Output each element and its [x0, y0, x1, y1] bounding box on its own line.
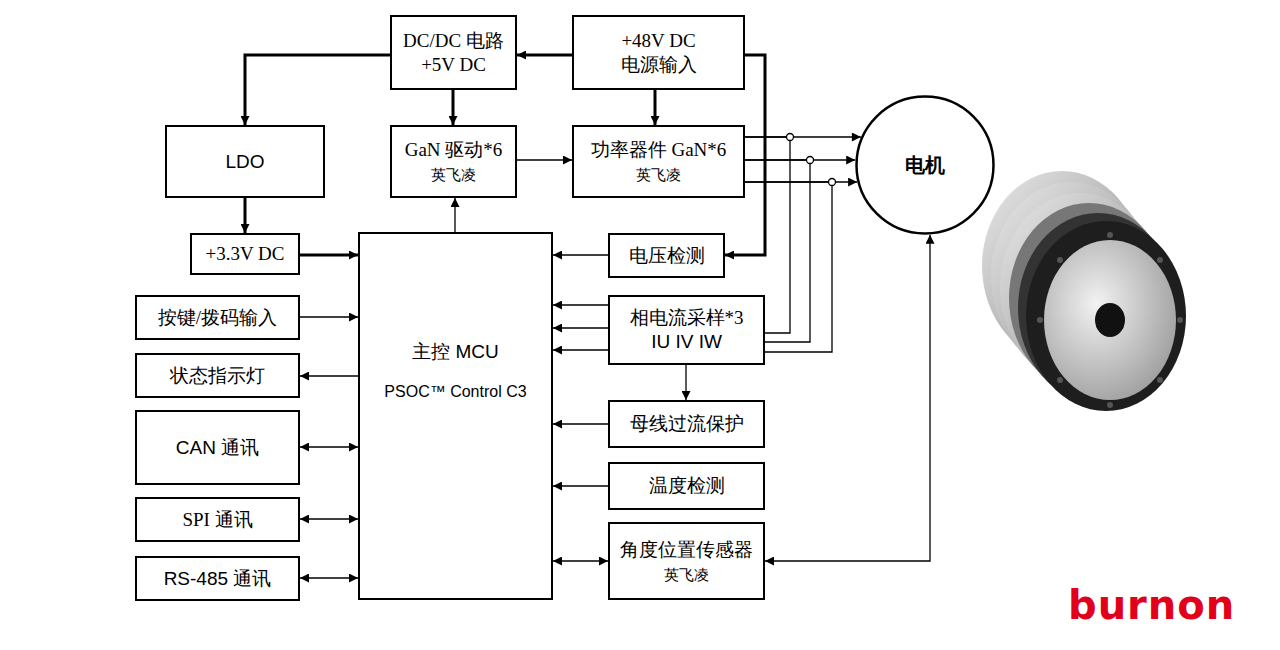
connector	[245, 55, 390, 125]
connector	[553, 560, 608, 561]
sensor-box: 电压检测	[608, 233, 725, 278]
motor-body	[991, 182, 1151, 372]
bolt-hole	[1177, 317, 1183, 323]
comm-box: CAN 通讯	[135, 410, 300, 485]
connector	[553, 304, 608, 305]
connector	[745, 160, 810, 342]
node-text: SPI 通讯	[182, 508, 252, 532]
motor-hole	[1095, 303, 1125, 337]
motor-body	[1000, 193, 1160, 383]
motor-face	[1044, 240, 1176, 400]
node-text: 电机	[905, 153, 945, 178]
junction-dot	[787, 134, 794, 141]
connector	[685, 365, 686, 400]
node-text: DC/DC 电路 +5V DC	[396, 29, 511, 77]
node-text: 英飞凌	[636, 166, 681, 185]
connector	[553, 327, 608, 328]
node-text: RS-485 通讯	[164, 567, 272, 591]
connector	[244, 198, 247, 233]
io-box: 状态指示灯	[135, 353, 300, 398]
connector	[725, 55, 765, 255]
connector	[745, 181, 857, 182]
motor-body	[1018, 213, 1178, 403]
connector	[300, 316, 358, 317]
node-text: IU IV IW	[651, 330, 722, 354]
driver-box: GaN 驱动*6 英飞凌	[390, 125, 517, 198]
bolt-hole	[1037, 317, 1043, 323]
node-text: 温度检测	[649, 474, 725, 498]
connector	[765, 235, 930, 561]
connector	[745, 137, 790, 333]
node-text: CAN 通讯	[176, 436, 259, 460]
connector	[517, 54, 572, 57]
bolt-hole	[1107, 402, 1113, 408]
node-text: LDO	[225, 150, 264, 174]
node-text: 英飞凌	[664, 566, 709, 585]
bolt-hole	[1057, 257, 1063, 263]
node-text: GaN 驱动*6	[405, 138, 503, 162]
motor-body	[982, 171, 1142, 361]
sensor-box: 温度检测	[608, 462, 765, 510]
power-box: +3.3V DC	[190, 233, 300, 275]
connector	[300, 254, 358, 257]
node-text: 电压检测	[629, 244, 705, 268]
junction-dot	[807, 157, 814, 164]
regulator-box: LDO	[165, 125, 325, 198]
bolt-hole	[1157, 257, 1163, 263]
connector	[300, 375, 358, 376]
connector	[553, 485, 608, 486]
brand-logo: burnon	[1068, 582, 1235, 628]
connector	[454, 198, 455, 232]
node-text: 角度位置传感器	[620, 538, 753, 562]
node-text: +48V DC 电源输入	[610, 29, 707, 77]
motor-ring	[1026, 221, 1186, 411]
connector	[745, 136, 861, 137]
io-box: 按键/拨码输入	[135, 295, 300, 340]
node-text: 状态指示灯	[170, 364, 265, 388]
connector	[745, 159, 855, 160]
mcu-box: 主控 MCU PSOC™ Control C3	[358, 232, 553, 600]
protection-box: 母线过流保护	[608, 400, 765, 448]
sensor-box: 相电流采样*3IU IV IW	[608, 295, 765, 365]
node-text: PSOC™ Control C3	[384, 382, 526, 402]
node-text: 功率器件 GaN*6	[591, 138, 727, 162]
node-text: +3.3V DC	[206, 242, 285, 266]
node-text: 相电流采样*3	[630, 306, 744, 330]
node-text: 按键/拨码输入	[158, 306, 277, 330]
connector	[745, 182, 832, 352]
bolt-hole	[1057, 377, 1063, 383]
connector	[553, 254, 608, 255]
power-box: +48V DC 电源输入	[572, 15, 745, 90]
connector	[553, 423, 608, 424]
connector	[654, 90, 657, 125]
comm-box: RS-485 通讯	[135, 556, 300, 601]
connector	[452, 90, 455, 125]
connector	[300, 446, 358, 447]
node-text: 母线过流保护	[630, 412, 744, 436]
connector	[300, 518, 358, 519]
power-box: DC/DC 电路 +5V DC	[390, 15, 517, 90]
motor-circle: 电机	[855, 95, 995, 235]
connector	[300, 577, 358, 578]
node-text: 英飞凌	[431, 166, 476, 185]
power-stage-box: 功率器件 GaN*6 英飞凌	[572, 125, 745, 198]
bolt-hole	[1107, 232, 1113, 238]
motor-body	[1009, 203, 1169, 393]
connector	[517, 159, 572, 160]
node-text: 主控 MCU	[412, 340, 499, 364]
junction-dot	[829, 179, 836, 186]
bolt-holes	[1037, 232, 1183, 408]
circle-outline	[857, 97, 994, 234]
sensor-box: 角度位置传感器英飞凌	[608, 522, 765, 600]
bolt-hole	[1157, 377, 1163, 383]
comm-box: SPI 通讯	[135, 497, 300, 542]
connector	[553, 349, 608, 350]
